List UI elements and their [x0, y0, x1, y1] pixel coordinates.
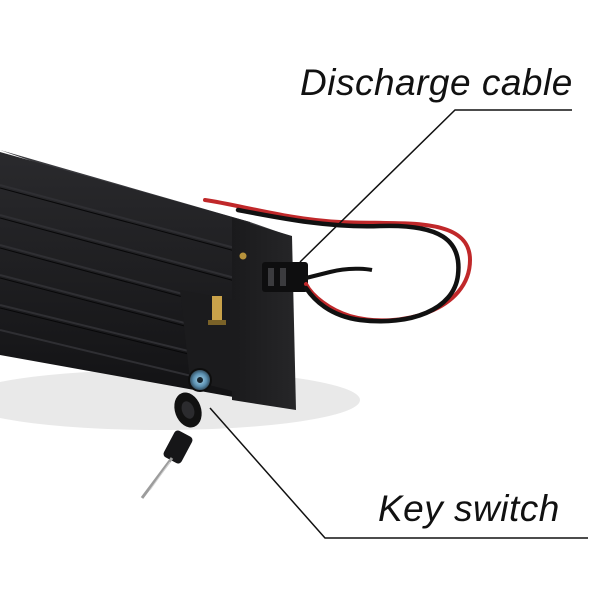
key-icon — [140, 392, 202, 499]
key-switch-label: Key switch — [378, 488, 560, 529]
screw-icon — [239, 252, 247, 260]
brass-terminal — [212, 296, 222, 324]
callout-lines — [209, 109, 588, 539]
key-callout-line — [209, 407, 588, 539]
discharge-cable-label: Discharge cable — [300, 62, 573, 103]
brass-terminal-base — [208, 320, 226, 325]
battery-end-cap — [232, 218, 296, 410]
black-wire — [235, 207, 461, 324]
discharge-callout-line — [299, 109, 572, 263]
